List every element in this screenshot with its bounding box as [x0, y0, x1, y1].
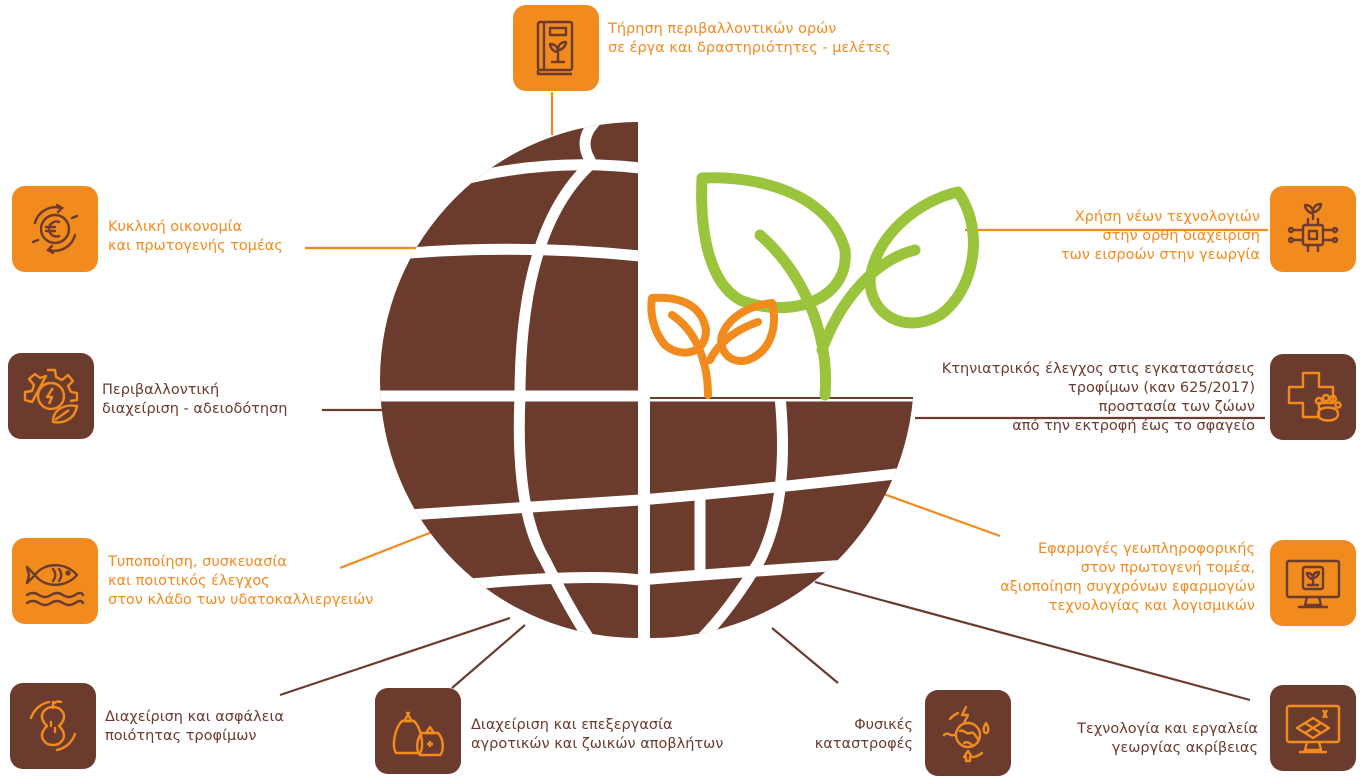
book-plant-icon	[536, 20, 574, 76]
box-precision	[1270, 685, 1356, 771]
paw-cross-icon	[1287, 371, 1342, 422]
label-veterinary: Κτηνιατρικός έλεγχος στις εγκαταστάσεις …	[942, 360, 1255, 436]
label-food-safety: Διαχείριση και ασφάλεια ποιότητας τροφίμ…	[105, 708, 284, 746]
label-circular-economy: Κυκλική οικονομία και πρωτογενής τομέας	[108, 218, 283, 256]
label-line: Φυσικές	[854, 717, 913, 733]
label-new-tech: Χρήση νέων τεχνολογιών στην ορθή διαχείρ…	[1061, 208, 1260, 265]
orange-plant	[647, 293, 778, 399]
label-line: από την εκτροφή έως το σφαγείο	[1012, 418, 1255, 434]
label-env-management: Περιβαλλοντική διαχείριση - αδειοδότηση	[102, 381, 287, 419]
box-env-terms	[513, 5, 599, 91]
box-circular-economy	[12, 186, 98, 272]
label-line: και πρωτογενής τομέας	[108, 238, 283, 254]
label-aquaculture: Τυποποίηση, συσκευασία και ποιοτικός έλε…	[108, 553, 373, 610]
label-waste: Διαχείριση και επεξεργασία αγροτικών και…	[471, 716, 723, 754]
label-line: Κτηνιατρικός έλεγχος στις εγκαταστάσεις	[941, 361, 1255, 377]
box-food-safety	[10, 683, 96, 769]
globe	[380, 122, 913, 639]
label-line: σε έργα και δραστηριότητες - μελέτες	[608, 40, 891, 56]
box-veterinary	[1270, 354, 1356, 440]
label-line: στην ορθή διαχείριση	[1102, 228, 1260, 244]
label-line: Περιβαλλοντική	[102, 382, 220, 398]
label-line: γεωργίας ακρίβειας	[1111, 740, 1258, 756]
fish-icon	[25, 564, 85, 607]
label-line: Τεχνολογία και εργαλεία	[1077, 721, 1258, 737]
label-disasters: Φυσικές καταστροφές	[815, 716, 913, 754]
label-line: στον κλάδο των υδατοκαλλιεργειών	[108, 592, 374, 608]
label-line: ποιότητας τροφίμων	[105, 728, 257, 744]
box-geoinformatics	[1270, 540, 1356, 626]
box-env-management	[8, 353, 94, 439]
label-line: Διαχείριση και ασφάλεια	[105, 709, 284, 725]
label-line: αγροτικών και ζωικών αποβλήτων	[471, 736, 724, 752]
box-waste	[375, 688, 461, 774]
label-env-terms: Τήρηση περιβαλλοντικών ορών σε έργα και …	[608, 20, 891, 58]
connector-lines	[279, 92, 1268, 702]
monitor-field-icon	[1285, 704, 1341, 754]
label-line: αξιοποίηση συγχρόνων εφαρμογών	[1000, 579, 1255, 595]
label-line: Τήρηση περιβαλλοντικών ορών	[608, 21, 837, 37]
label-line: καταστροφές	[814, 736, 913, 752]
globe-disaster-icon	[942, 705, 990, 763]
label-line: Εφαρμογές γεωπληροφορικής	[1037, 541, 1255, 557]
label-line: προστασία των ζώων	[1098, 399, 1255, 415]
box-new-tech	[1270, 186, 1356, 272]
label-line: τροφίμων (καν 625/2017)	[1068, 380, 1255, 396]
label-line: των εισροών στην γεωργία	[1060, 247, 1260, 263]
box-disasters	[925, 690, 1011, 776]
label-line: Χρήση νέων τεχνολογιών	[1074, 209, 1260, 225]
label-line: στον πρωτογενή τομέα,	[1080, 560, 1255, 576]
label-line: Τυποποίηση, συσκευασία	[108, 554, 287, 570]
gear-leaf-icon	[23, 368, 79, 424]
label-line: και ποιοτικός έλεγχος	[108, 573, 270, 589]
waste-bags-icon	[392, 711, 444, 757]
green-plant	[696, 172, 979, 401]
chip-plant-icon	[1287, 202, 1339, 253]
label-line: διαχείριση - αδειοδότηση	[102, 401, 288, 417]
monitor-plant-icon	[1285, 559, 1341, 609]
box-aquaculture	[12, 538, 98, 624]
label-precision: Τεχνολογία και εργαλεία γεωργίας ακρίβει…	[1077, 720, 1258, 758]
euro-cycle-icon	[31, 203, 79, 255]
label-line: Διαχείριση και επεξεργασία	[471, 717, 673, 733]
label-line: Κυκλική οικονομία	[108, 219, 243, 235]
label-line: τεχνολογίας και λογισμικών	[1048, 598, 1255, 614]
apple-core-icon	[29, 700, 77, 752]
label-geoinformatics: Εφαρμογές γεωπληροφορικής στον πρωτογενή…	[1000, 540, 1255, 616]
